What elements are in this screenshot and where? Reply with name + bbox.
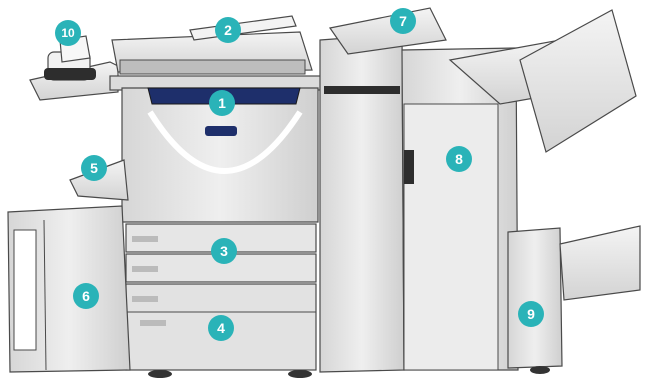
document-feeder — [112, 16, 312, 74]
booklet-maker — [508, 226, 640, 368]
callout-8: 8 — [446, 146, 472, 172]
callout-7: 7 — [390, 8, 416, 34]
callout-9: 9 — [518, 301, 544, 327]
high-capacity-feeder — [8, 206, 130, 372]
interface-module — [320, 34, 404, 372]
callout-2: 2 — [215, 17, 241, 43]
callout-6: 6 — [73, 283, 99, 309]
convenience-stapler — [30, 36, 118, 100]
callout-10: 10 — [55, 20, 81, 46]
callout-5: 5 — [81, 155, 107, 181]
callout-1: 1 — [209, 90, 235, 116]
callout-3: 3 — [211, 238, 237, 264]
top-tray — [330, 8, 446, 54]
callout-4: 4 — [208, 315, 234, 341]
